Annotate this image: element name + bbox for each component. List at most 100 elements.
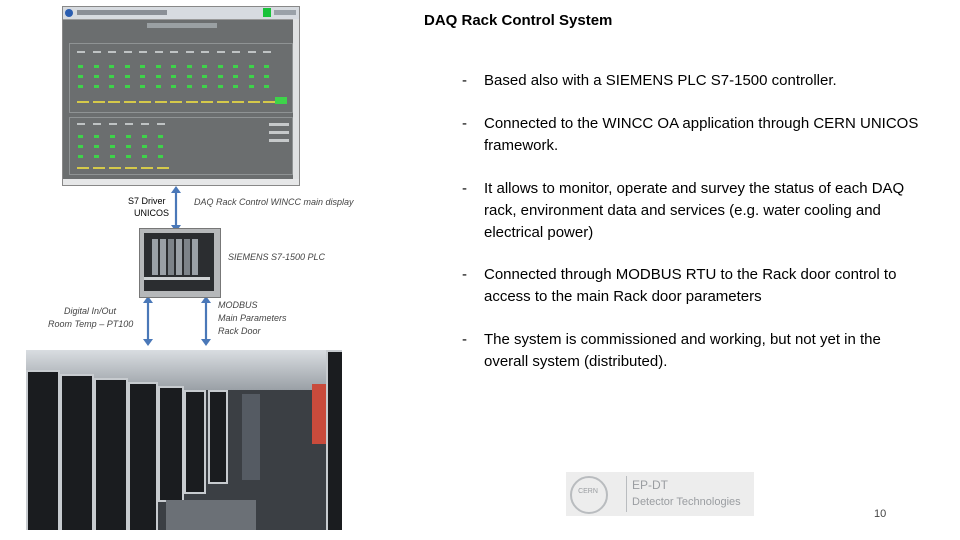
wincc-scrollbar: [293, 19, 299, 183]
wincc-indicator: [78, 85, 83, 88]
rack-panel-bottom: [69, 117, 293, 175]
wincc-indicator: [217, 75, 223, 78]
wincc-indicator: [142, 135, 147, 138]
wincc-indicator: [125, 167, 137, 169]
wincc-indicator: [263, 101, 275, 103]
wincc-indicator: [123, 51, 132, 53]
bullet-text: Connected through MODBUS RTU to the Rack…: [484, 266, 897, 305]
wincc-titlebar: [63, 7, 299, 20]
wincc-indicator: [125, 123, 133, 125]
wincc-indicator: [92, 51, 101, 53]
wincc-indicator: [78, 65, 83, 68]
wincc-indicator: [109, 167, 121, 169]
wincc-indicator: [157, 167, 169, 169]
wincc-indicator: [126, 155, 131, 158]
wincc-indicator: [140, 75, 145, 78]
wincc-indicator: [186, 65, 192, 68]
wincc-indicator: [124, 75, 130, 78]
wincc-indicator: [140, 65, 145, 68]
wincc-indicator: [202, 65, 207, 68]
wincc-indicator: [154, 101, 167, 103]
wincc-indicator: [201, 51, 209, 53]
wincc-indicator: [93, 167, 105, 169]
wincc-indicator: [248, 85, 254, 88]
wincc-indicator: [126, 135, 131, 138]
wincc-indicator: [77, 51, 85, 53]
wincc-indicator: [77, 167, 89, 169]
wincc-indicator: [93, 85, 99, 88]
wincc-indicator: [110, 135, 115, 138]
wincc-indicator: [93, 65, 99, 68]
wincc-indicator: [248, 65, 254, 68]
rack-panel-top: [69, 43, 293, 113]
wincc-indicator: [202, 85, 207, 88]
arrow-modbus-icon: [201, 296, 211, 346]
wincc-indicator: [78, 155, 83, 158]
wincc-indicator: [155, 75, 161, 78]
wincc-indicator: [77, 123, 85, 125]
wincc-indicator: [155, 85, 161, 88]
wincc-indicator: [109, 65, 114, 68]
wincc-indicator: [158, 135, 163, 138]
wincc-indicator: [171, 85, 176, 88]
wincc-indicator: [141, 167, 153, 169]
wincc-indicator: [201, 101, 213, 103]
ep-dt-logo: CERN EP-DT Detector Technologies: [566, 472, 754, 516]
wincc-indicator: [78, 75, 83, 78]
wincc-caption: DAQ Rack Control WINCC main display: [194, 197, 354, 207]
wincc-indicator: [139, 51, 147, 53]
wincc-indicator: [233, 85, 238, 88]
wincc-indicator: [216, 101, 229, 103]
wincc-indicator: [185, 101, 198, 103]
wincc-indicator: [142, 155, 147, 158]
wincc-indicator: [186, 85, 192, 88]
wincc-indicator: [108, 51, 116, 53]
wincc-indicator: [110, 145, 115, 148]
wincc-indicator: [158, 145, 163, 148]
wincc-indicator: [78, 145, 83, 148]
wincc-indicator: [94, 135, 99, 138]
wincc-indicator: [124, 85, 130, 88]
wincc-indicator: [157, 123, 165, 125]
arrow-driver-icon: [171, 186, 181, 232]
unicos-label: UNICOS: [134, 208, 170, 218]
wincc-indicator: [141, 123, 149, 125]
wincc-green-button: [275, 97, 287, 104]
wincc-indicator: [233, 65, 238, 68]
modbus-label: MODBUS: [218, 300, 258, 310]
bullet-text: Connected to the WINCC OA application th…: [484, 115, 919, 154]
wincc-indicator: [232, 51, 240, 53]
main-params-label: Main Parameters: [218, 313, 287, 323]
wincc-indicator: [217, 85, 223, 88]
wincc-indicator: [110, 155, 115, 158]
wincc-indicator: [217, 65, 223, 68]
wincc-indicator: [202, 75, 207, 78]
wincc-indicator: [123, 101, 136, 103]
wincc-indicator: [155, 65, 161, 68]
bullet-text: The system is commissioned and working, …: [484, 331, 881, 370]
wincc-indicator: [93, 123, 101, 125]
wincc-indicator: [94, 155, 99, 158]
wincc-indicator: [264, 85, 269, 88]
wincc-indicator: [124, 65, 130, 68]
wincc-indicator: [264, 75, 269, 78]
wincc-indicator: [170, 51, 178, 53]
wincc-indicator: [92, 101, 105, 103]
wincc-indicator: [264, 65, 269, 68]
wincc-indicator: [233, 75, 238, 78]
wincc-indicator: [170, 101, 182, 103]
wincc-indicator: [154, 51, 163, 53]
status-ok-icon: [263, 8, 271, 17]
wincc-indicator: [77, 101, 89, 103]
wincc-indicator: [142, 145, 147, 148]
page-number: 10: [874, 508, 887, 520]
wincc-indicator: [186, 75, 192, 78]
digital-io-label: Digital In/Out: [64, 306, 117, 316]
wincc-indicator: [94, 145, 99, 148]
wincc-indicator: [216, 51, 225, 53]
room-temp-label: Room Temp – PT100: [48, 319, 134, 329]
wincc-screenshot: [62, 6, 300, 186]
wincc-indicator: [109, 123, 117, 125]
server-room-photo: [26, 350, 342, 530]
wincc-indicator: [248, 75, 254, 78]
